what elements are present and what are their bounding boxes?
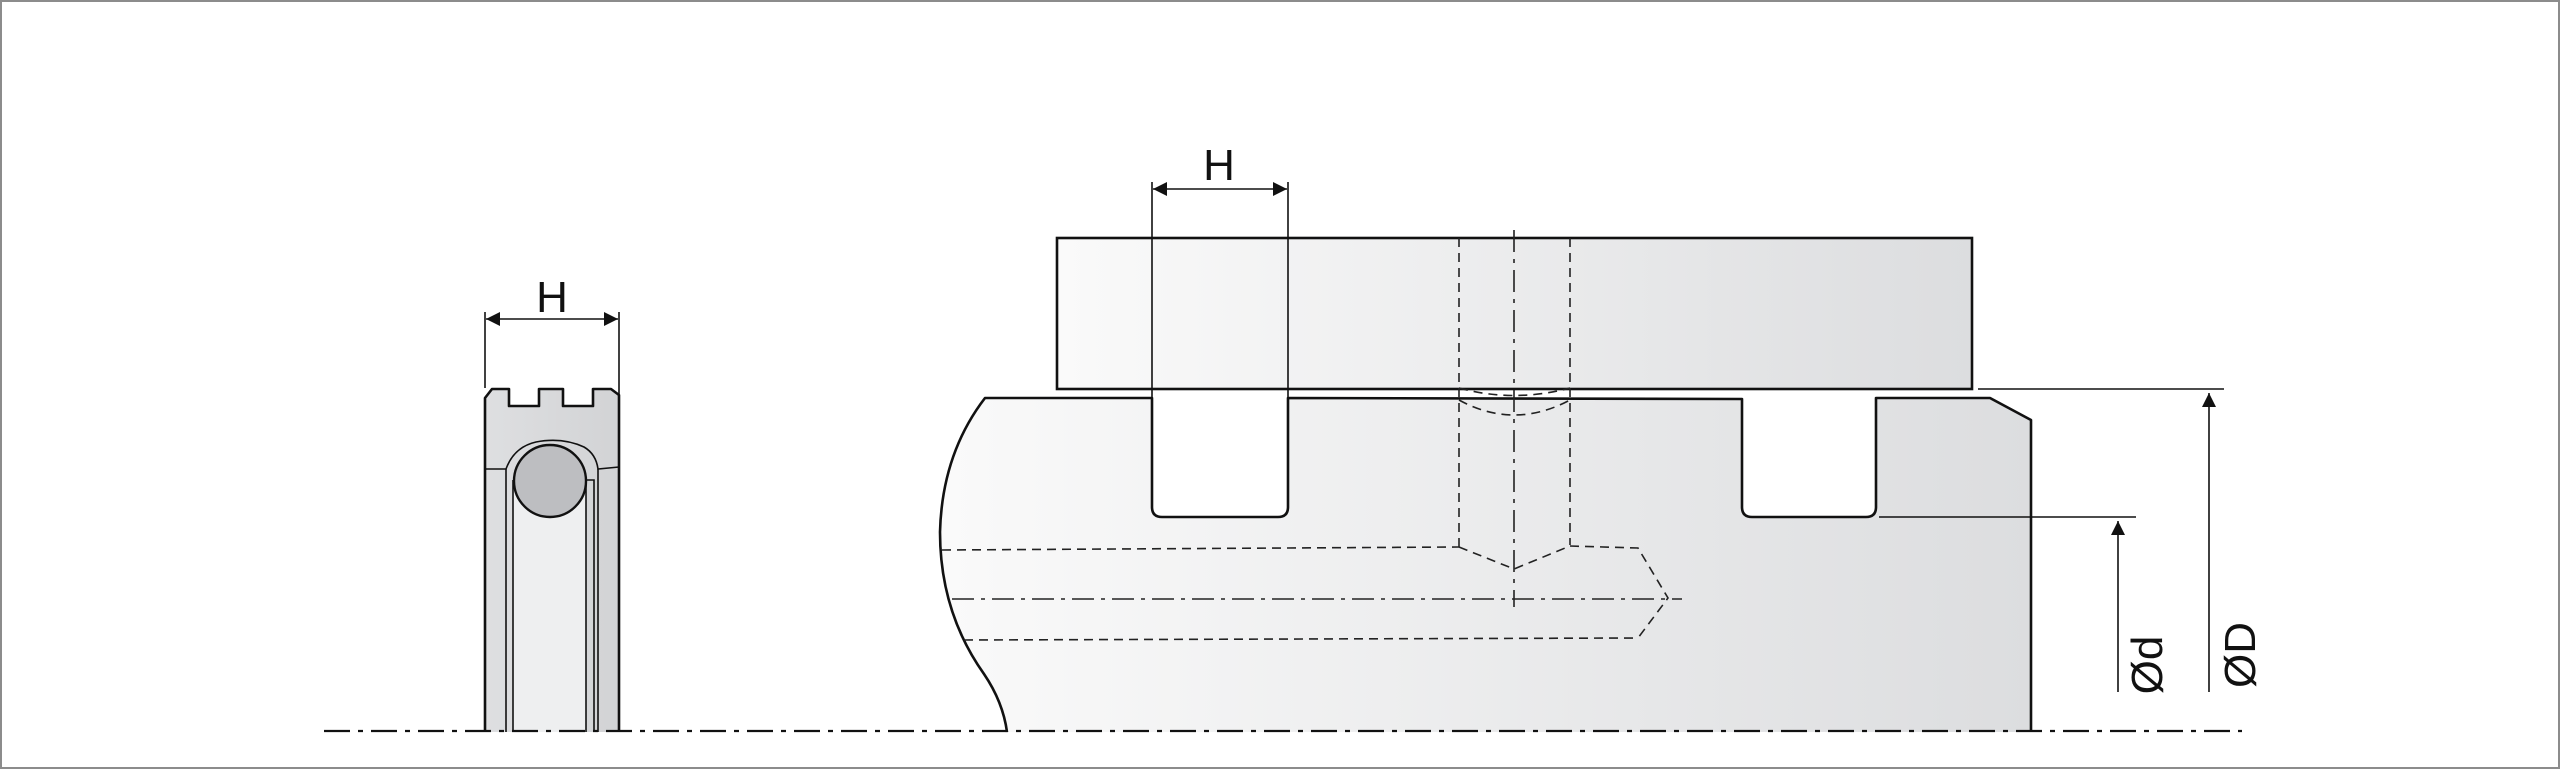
hidden-bore-upper <box>941 546 1460 551</box>
dimension-outer-diameter: ØD <box>1978 388 2265 692</box>
seal-outline <box>483 387 621 732</box>
dimension-h-groove-label: H <box>1203 141 1235 190</box>
dimension-h-groove: H <box>1151 141 1289 398</box>
seal-section: H <box>483 273 621 732</box>
housing-assembly: H Ød ØD <box>938 141 2265 733</box>
o-ring <box>512 443 588 519</box>
housing-outline <box>938 396 2033 733</box>
seal-inner-step <box>485 439 620 470</box>
seal-bore <box>513 480 586 732</box>
dimension-h-seal-label: H <box>536 273 568 322</box>
seal-bore-band <box>586 479 595 732</box>
dimension-inner-diameter-label: Ød <box>2123 636 2172 695</box>
hidden-bore-lower <box>963 637 1639 641</box>
dimension-inner-diameter: Ød <box>1879 516 2172 695</box>
hidden-bore-tip <box>1569 545 1669 639</box>
hidden-port-drill-tip <box>1458 545 1571 570</box>
dimension-outer-diameter-label: ØD <box>2216 622 2265 688</box>
housing-body <box>940 398 2031 732</box>
dimension-h-seal: H <box>484 273 620 394</box>
